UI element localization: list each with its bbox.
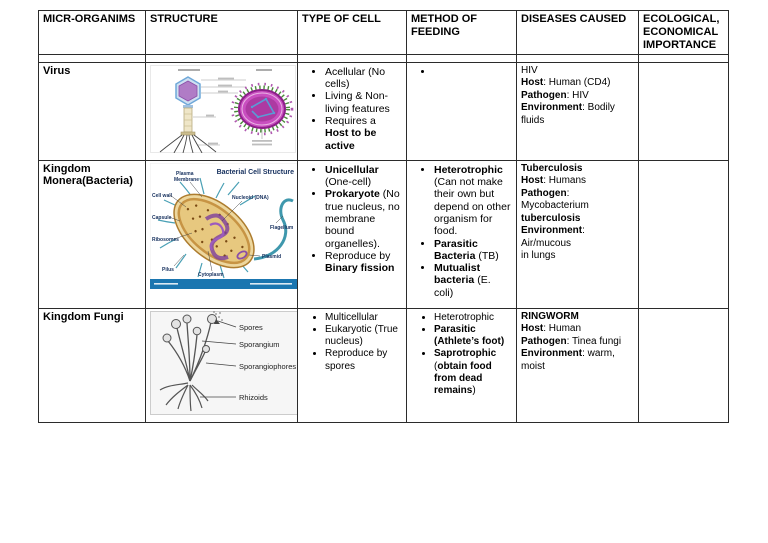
- column-header-importance: ECOLOGICAL, ECONOMICAL IMPORTANCE: [638, 10, 729, 55]
- label-plasma-membrane: Plasma: [176, 171, 194, 177]
- table-row-monera: Kingdom Monera(Bacteria) Bacterial Cell …: [38, 159, 729, 309]
- fungi-structure-image: Spores Sporangium Sporangiophores Rhizoi…: [150, 310, 297, 415]
- plasmid-icon: [236, 250, 248, 260]
- sporangium-icon: [162, 313, 217, 353]
- bacteria-structure-image: Bacterial Cell Structure: [149, 162, 297, 290]
- label-spores: Spores: [239, 323, 263, 332]
- label-cytoplasm: Cytoplasm: [198, 272, 224, 278]
- organism-name-monera: Kingdom Monera(Bacteria): [38, 159, 146, 309]
- structure-cell-fungi: Spores Sporangium Sporangiophores Rhizoi…: [145, 307, 298, 423]
- rhizoids-icon: [159, 382, 209, 411]
- spacer-row: [38, 53, 729, 63]
- feeding-monera: Heterotrophic (Can not make their own bu…: [406, 159, 517, 309]
- organism-name-virus: Virus: [38, 61, 146, 161]
- column-header-microorganisms: MICR-ORGANIMS: [38, 10, 146, 55]
- type-of-cell-virus: Acellular (No cells)Living & Non-living …: [297, 61, 407, 161]
- label-flagellum: Flagellum: [270, 225, 294, 231]
- importance-monera: [638, 159, 729, 309]
- nucleoid-icon: [204, 213, 230, 261]
- label-pilus: Pilus: [162, 267, 174, 273]
- watermark-bar: [150, 278, 297, 289]
- label-ribosomes: Ribosomes: [152, 237, 179, 243]
- phage-tail-fibers-icon: [159, 134, 217, 154]
- influenza-virus-icon: [230, 82, 294, 136]
- table-row-virus: Virus: [38, 61, 729, 161]
- importance-virus: [638, 61, 729, 161]
- label-sporangium: Sporangium: [239, 340, 279, 349]
- flagellum-icon: [253, 198, 294, 261]
- column-header-method-of-feeding: METHOD OF FEEDING: [406, 10, 517, 55]
- microorganisms-table: MICR-ORGANIMS STRUCTURE TYPE OF CELL MET…: [38, 10, 729, 423]
- sporangiophores-icon: [167, 321, 212, 382]
- feeding-fungi: HeterotrophicParasitic (Athlete’s foot)S…: [406, 307, 517, 423]
- label-cell-wall: Cell wall: [152, 193, 173, 199]
- column-header-type-of-cell: TYPE OF CELL: [297, 10, 407, 55]
- table-row-fungi: Kingdom Fungi: [38, 307, 729, 423]
- label-sporangiophores: Sporangiophores: [239, 362, 296, 371]
- label-rhizoids: Rhizoids: [239, 393, 268, 402]
- type-of-cell-monera: Unicellular (One-cell)Prokaryote (No tru…: [297, 159, 407, 309]
- label-capsule: Capsule: [152, 215, 172, 221]
- organism-name-fungi: Kingdom Fungi: [38, 307, 146, 423]
- structure-cell-monera: Bacterial Cell Structure: [145, 159, 298, 309]
- label-plasmid: Plasmid: [262, 254, 281, 260]
- feeding-virus: [406, 61, 517, 161]
- header-row: MICR-ORGANIMS STRUCTURE TYPE OF CELL MET…: [38, 10, 729, 55]
- virus-structure-image: [150, 64, 296, 154]
- bacteria-diagram-title: Bacterial Cell Structure: [217, 169, 295, 176]
- importance-fungi: [638, 307, 729, 423]
- type-of-cell-fungi: MulticellularEukaryotic (True nucleus)Re…: [297, 307, 407, 423]
- structure-cell-virus: [145, 61, 298, 161]
- svg-text:Membrane: Membrane: [174, 177, 199, 183]
- label-nucleoid: Nucleoid (DNA): [232, 195, 269, 201]
- column-header-diseases-caused: DISEASES CAUSED: [516, 10, 639, 55]
- column-header-structure: STRUCTURE: [145, 10, 298, 55]
